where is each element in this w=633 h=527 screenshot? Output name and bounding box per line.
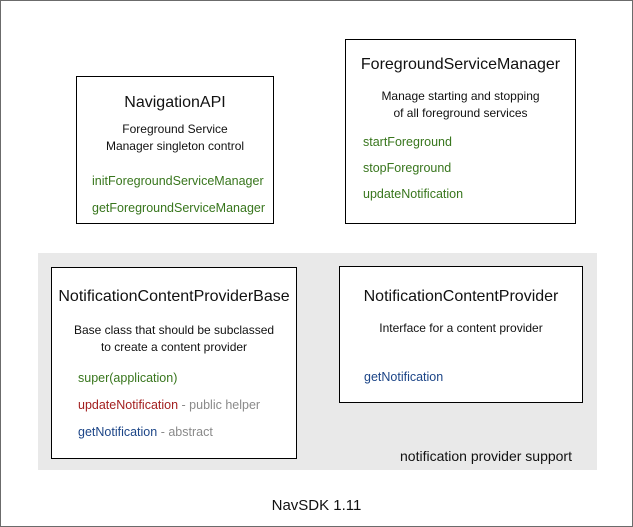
method-name: updateNotification [78,398,179,412]
class-title: NavigationAPI [124,94,226,111]
method-line: getNotification - abstract [78,426,296,439]
method-line: updateNotification - public helper [78,399,296,412]
class-title: NotificationContentProviderBase [58,288,290,305]
method-note: - public helper [178,398,261,412]
class-description: Interface for a content provider [340,320,582,337]
method-name: initForegroundServiceManager [92,174,264,188]
method-list: super(application) updateNotification - … [52,372,296,439]
description-line: Interface for a content provider [379,321,543,335]
method-list: startForeground stopForeground updateNot… [346,136,575,201]
description-line: Manager singleton control [105,139,245,153]
description-line: of all foreground services [393,106,528,120]
description-line: to create a content provider [100,340,248,354]
class-box-notification-content-provider: NotificationContentProvider Interface fo… [339,266,583,403]
method-line: stopForeground [363,162,575,175]
class-title: ForegroundServiceManager [360,56,561,73]
class-box-notification-content-provider-base: NotificationContentProviderBase Base cla… [51,267,297,459]
notification-provider-support-region: NotificationContentProviderBase Base cla… [38,253,597,470]
description-line: Manage starting and stopping [381,89,540,103]
description-line: Foreground Service [122,122,228,136]
class-box-navigation-api: NavigationAPI Foreground Service Manager… [76,76,274,224]
class-description: Manage starting and stopping of all fore… [346,88,575,122]
method-list: initForegroundServiceManager getForegrou… [77,175,273,215]
method-line: super(application) [78,372,296,385]
region-label: notification provider support [400,448,572,464]
sdk-version-label: NavSDK 1.11 [271,497,362,514]
method-name: updateNotification [363,187,464,201]
class-description: Base class that should be subclassed to … [52,322,296,356]
class-title: NotificationContentProvider [363,288,559,305]
method-line: initForegroundServiceManager [92,175,273,188]
method-list: getNotification [340,371,582,384]
method-note: - abstract [157,425,213,439]
method-line: startForeground [363,136,575,149]
method-name: getForegroundServiceManager [92,201,266,215]
method-line: getForegroundServiceManager [92,202,273,215]
description-line: Base class that should be subclassed [73,323,275,337]
method-name: startForeground [363,135,452,149]
method-name: getNotification [78,425,158,439]
method-name: stopForeground [363,161,452,175]
method-line: updateNotification [363,188,575,201]
method-line: getNotification [364,371,582,384]
class-description: Foreground Service Manager singleton con… [77,121,273,155]
method-name: super(application) [78,371,178,385]
class-box-foreground-service-manager: ForegroundServiceManager Manage starting… [345,39,576,224]
method-name: getNotification [364,370,444,384]
